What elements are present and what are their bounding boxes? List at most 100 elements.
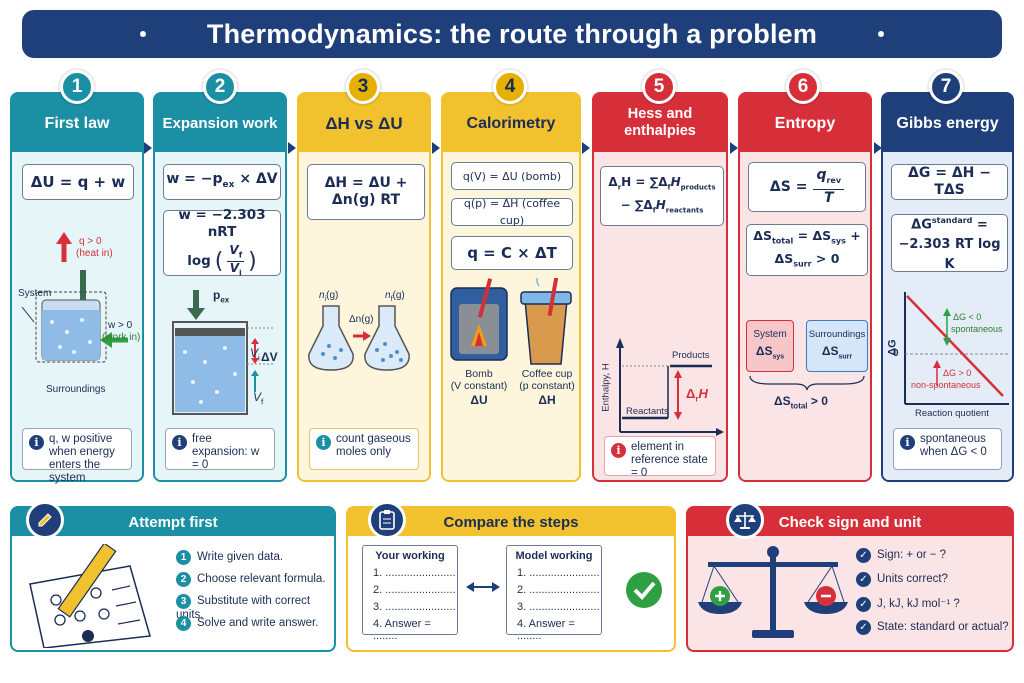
q-positive-label: q > 0 [79, 236, 102, 247]
work-in-label: (work in) [102, 332, 141, 343]
model-working-box: Model working 1. .......................… [506, 545, 602, 642]
flow-arrow-6 [874, 142, 882, 154]
reaction-quotient-label: Reaction quotient [915, 408, 989, 419]
hess-formula: ΔrH = ∑ΔfHproducts − ∑ΔfHreactants [600, 166, 724, 226]
panel-calorimetry: Calorimetry q(V) = ΔU (bomb) q(p) = ΔH (… [441, 92, 581, 482]
dh-du-note: i count gaseous moles only [309, 428, 419, 470]
info-icon: i [900, 435, 915, 450]
bomb-formula: q(V) = ΔU (bomb) [451, 162, 573, 190]
non-spontaneous-label: non-spontaneous [911, 380, 981, 390]
pencil-icon [26, 501, 64, 539]
gibbs-formula: ΔG = ΔH − TΔS [891, 164, 1008, 200]
system-label: System [18, 288, 52, 299]
step-number-2: 2 [203, 70, 237, 104]
coffee-cup-formula: q(p) = ΔH (coffee cup) [451, 197, 573, 227]
hess-note: i element in reference state = 0 [604, 436, 716, 479]
total-entropy-formula: ΔStotal = ΔSsys + ΔSsurr > 0 [746, 224, 868, 276]
flow-arrow-3 [432, 142, 440, 154]
clipboard-icon [368, 501, 406, 539]
step-number-7: 7 [929, 70, 963, 104]
check-item-units: ✓Units correct? [856, 572, 948, 587]
balance-scale-illustration [698, 546, 848, 638]
scales-icon [726, 501, 764, 539]
info-icon: i [172, 435, 187, 450]
expansion-work-note: i free expansion: w = 0 [165, 428, 275, 471]
flow-arrow-2 [288, 142, 296, 154]
panel-entropy: Entropy ΔS = qrev T ΔStotal = ΔSsys + ΔS… [738, 92, 872, 482]
step-number-1: 1 [60, 70, 94, 104]
delta-n-label: Δn(g) [349, 314, 374, 325]
reactants-label: Reactants [626, 406, 669, 417]
panel-expansion-work: Expansion work w = −pex × ΔV w = −2.303 … [153, 92, 287, 482]
panel-header: Gibbs energy [883, 94, 1012, 152]
flow-arrow-1 [144, 142, 152, 154]
entropy-formula: ΔS = qrev T [748, 162, 866, 212]
piston-diagram [172, 290, 275, 415]
step-number-6: 6 [786, 70, 820, 104]
enthalpy-diagram [616, 338, 724, 436]
vi-label: Vi [250, 346, 260, 363]
spontaneous-label: spontaneous [951, 324, 1003, 334]
title-banner: Thermodynamics: the route through a prob… [22, 10, 1002, 58]
coffee-cup-caption: Coffee cup(p constant)ΔH [519, 368, 575, 407]
checkmark-icon [626, 572, 662, 608]
total-brace [749, 375, 865, 391]
system-box: System ΔSsys [746, 320, 794, 372]
heat-in-label: (heat in) [76, 248, 113, 259]
worksheet-illustration [29, 544, 151, 648]
your-working-box: Your working 1. ....................... … [362, 545, 458, 642]
info-icon: i [29, 435, 44, 450]
products-label: Products [672, 350, 710, 361]
panel-header: Hess and enthalpies [594, 94, 726, 152]
total-entropy-label: ΔStotal > 0 [774, 394, 828, 411]
step-number-3: 3 [346, 70, 380, 104]
surroundings-box: Surroundings ΔSsurr [806, 320, 868, 372]
first-law-formula: ΔU = q + w [22, 164, 134, 200]
info-icon: i [316, 435, 331, 450]
panel-gibbs: Gibbs energy ΔG = ΔH − TΔS ΔGstandard = … [881, 92, 1014, 482]
flow-arrow-4 [582, 142, 590, 154]
info-icon: i [611, 443, 626, 458]
step-number-4: 4 [493, 70, 527, 104]
title-dot-right [878, 31, 884, 37]
delta-v-label: ΔV [261, 350, 278, 364]
gibbs-graph [904, 292, 1009, 405]
panel-dh-vs-du: ΔH vs ΔU ΔH = ΔU + Δn(g) RT ni(g) nf(g) … [297, 92, 431, 482]
first-law-diagram [21, 232, 128, 363]
vf-label: Vf [253, 390, 264, 407]
ni-label: ni(g) [319, 290, 339, 303]
standard-gibbs-formula: ΔGstandard = −2.303 RT log K [891, 214, 1008, 272]
isothermal-work-formula: w = −2.303 nRT log ( Vf Vi ) [163, 207, 281, 277]
calorimeter-diagram [450, 278, 572, 365]
step-number-5: 5 [642, 70, 676, 104]
heat-capacity-formula: q = C × ΔT [451, 236, 573, 270]
dh-du-formula: ΔH = ΔU + Δn(g) RT [307, 164, 425, 220]
attempt-first-header: Attempt first [12, 508, 334, 536]
title-dot-left [140, 31, 146, 37]
flask-diagram [308, 305, 410, 371]
double-arrow-icon [466, 582, 500, 592]
flow-arrow-5 [730, 142, 738, 154]
pex-label: pex [213, 288, 230, 305]
w-positive-label: w > 0 [108, 320, 133, 331]
reaction-enthalpy-label: ΔrH [686, 386, 708, 404]
check-item-state: ✓State: standard or actual? [856, 620, 1009, 635]
page-title: Thermodynamics: the route through a prob… [206, 18, 818, 49]
surroundings-label: Surroundings [46, 384, 106, 395]
expansion-work-formula: w = −pex × ΔV [163, 164, 281, 200]
panel-first-law: First law ΔU = q + w q > 0 (heat in) Sys… [10, 92, 144, 484]
dg-positive-label: ΔG > 0 [943, 368, 972, 378]
dg-negative-label: ΔG < 0 [953, 312, 982, 322]
bomb-caption: Bomb(V constant)ΔU [450, 368, 508, 407]
first-law-note: i q, w positive when energy enters the s… [22, 428, 132, 484]
nf-label: nf(g) [385, 290, 405, 303]
zero-label: 0 [893, 348, 899, 359]
panel-hess: Hess and enthalpies ΔrH = ∑ΔfHproducts −… [592, 92, 728, 482]
check-item-unit-types: ✓J, kJ, kJ mol⁻¹ ? [856, 596, 960, 612]
enthalpy-axis-label: Enthalpy, H [600, 363, 612, 412]
check-item-sign: ✓Sign: + or − ? [856, 548, 946, 563]
